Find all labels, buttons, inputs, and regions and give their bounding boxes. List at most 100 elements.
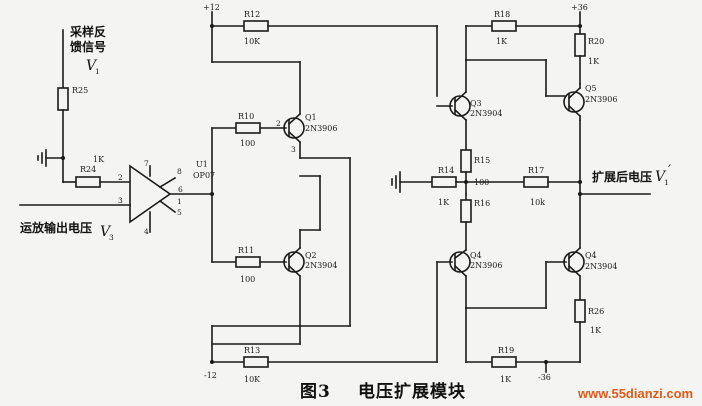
r20-label: R20 [588,37,604,46]
q3-emitter [453,108,468,122]
sample-feedback-label-2: 馈信号 [70,39,106,54]
r11-label: R11 [238,246,254,255]
opamp-u1-triangle [129,164,172,224]
r13-label: R13 [244,346,260,355]
r12-label: R12 [244,10,260,19]
caption-figure-number: 图3 [300,382,331,402]
q1-collector [287,130,302,144]
q1-pin3: 3 [291,145,296,154]
opamp-output-label: 运放输出电压 [20,220,92,235]
sample-feedback-label-1: 采样反 [69,24,106,39]
v1p-subscript: 1 [664,178,669,187]
u1-pin8: 8 [177,167,182,176]
r14-label: R14 [438,166,454,175]
v1p-symbol: V [655,169,667,185]
u1-pin6: 6 [178,185,183,194]
r19-value: 1K [500,375,512,384]
opamp-pin5-wire [158,199,177,214]
input-section [19,29,213,233]
junction-dot [544,360,548,364]
q5-type: 2N3906 [585,95,617,104]
text-labels: 采样反 馈信号 V 1 运放输出电压 V 3 扩展后电压 V 1 ′ +12 -… [20,3,693,402]
r17-label: R17 [528,166,544,175]
r19-label: R19 [498,346,514,355]
output-section [391,11,651,373]
q1-transistor [283,117,305,139]
q3-collector [453,90,468,104]
q2-label: Q2 [305,251,317,260]
r24-value: 1K [93,155,105,164]
watermark-text: www.55dianzi.com [577,386,693,401]
q4a-transistor [449,251,471,273]
q4b-type: 2N3904 [585,262,617,271]
r20-resistor [574,33,586,57]
q2-transistor [283,251,305,273]
junction-dot [210,360,214,364]
u1-label: U1 [196,160,208,169]
r25-label: R25 [72,86,88,95]
r15-resistor [460,149,472,173]
r11-value: 100 [240,275,255,284]
u1-pin7: 7 [144,159,149,168]
q2-emitter [287,264,302,278]
q1-label: Q1 [305,113,317,122]
r20-value: 1K [588,57,600,66]
r11-resistor [235,256,261,268]
q4a-emitter [453,248,468,260]
r17-resistor [523,176,549,188]
q5-transistor [563,91,585,113]
q1-type: 2N3906 [305,124,337,133]
driver-section [210,11,438,368]
v1p-prime: ′ [668,163,672,179]
r26-resistor [574,299,586,323]
r17-value: 10k [530,198,545,207]
r25-resistor [57,87,69,111]
r26-label: R26 [588,307,604,316]
u1-pin4: 4 [144,227,149,236]
r10-resistor [235,122,261,134]
u1-pin2: 2 [118,173,123,182]
r12-value: 10K [244,37,261,46]
r12-resistor [243,20,269,32]
q1-emitter [287,112,302,126]
opamp-pin8-wire [158,176,177,189]
u1-type: OP07 [193,171,215,180]
v1-subscript: 1 [95,67,100,76]
r16-label: R16 [474,199,490,208]
q5-emitter [567,86,582,100]
r18-value: 1K [496,37,508,46]
junction-dot [210,192,214,196]
q3-transistor [449,95,471,117]
q2-type: 2N3904 [305,261,337,270]
p12-label: +12 [203,3,220,12]
r13-resistor [243,356,269,368]
q3-label: Q3 [470,99,482,108]
q2-collector [287,246,302,260]
q4a-label: Q4 [470,251,482,260]
r18-resistor [491,20,517,32]
q4b-transistor [563,251,585,273]
r14-value: 1K [438,198,450,207]
u1-pin5: 5 [177,208,182,217]
u1-pin1: 1 [177,197,182,206]
junction-dot [578,180,582,184]
r15r16-mid: 100 [474,178,489,187]
q3-type: 2N3904 [470,109,502,118]
r10-label: R10 [238,112,254,121]
r13-value: 10K [244,375,261,384]
q4a-collector [453,264,468,278]
r14-resistor [431,176,457,188]
r15-label: R15 [474,156,490,165]
r16-resistor [460,199,472,223]
q4b-emitter [567,264,582,278]
m36-label: -36 [538,373,551,382]
q4a-type: 2N3906 [470,261,502,270]
r18-label: R18 [494,10,510,19]
q1-pin2: 2 [276,119,281,128]
r10-value: 100 [240,139,255,148]
u1-pin3: 3 [118,196,123,205]
q4b-label: Q4 [585,251,597,260]
r24-label: R24 [80,165,96,174]
